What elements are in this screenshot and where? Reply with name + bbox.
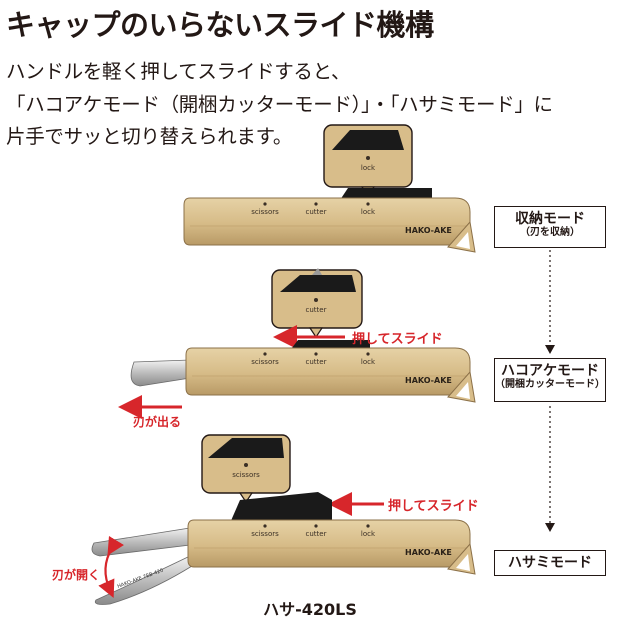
cutter-blade (130, 359, 191, 387)
scissors-upper-blade (91, 527, 191, 557)
zoom-label-cutter: cutter (306, 306, 327, 314)
slider-label-scissors-2: scissors (251, 358, 279, 366)
brand-mark: HAKO-AKE (405, 226, 452, 235)
slider-label-scissors-3: scissors (251, 530, 279, 538)
mode-label-cutter: ハコアケモード (501, 363, 599, 379)
blade-open-label: 刃が開く (52, 568, 101, 582)
tool-lock-mode: lock scissors cutter lock HAKO-AKE (183, 124, 476, 253)
tool-cutter-mode: cutter scissors cutter lock HAKO-AKE (118, 268, 476, 419)
tool-scissors-mode: scissors HAKO-AKE 7EB-420 scissors cutte… (91, 434, 476, 605)
mode-box-storage: 収納モード （刃を収納） (494, 206, 606, 248)
mode-box-cutter: ハコアケモード （開梱カッターモード） (494, 358, 606, 402)
mode-box-scissors: ハサミモード (494, 550, 606, 576)
description-line-2: 「ハコアケモード（開梱カッターモード）」・「ハサミモード」に (6, 93, 553, 116)
slider-label-lock: lock (361, 208, 376, 216)
slider-label-lock-2: lock (361, 358, 376, 366)
mode-sub-cutter: （開梱カッターモード） (495, 379, 605, 390)
slider-label-lock-3: lock (361, 530, 376, 538)
zoom-label-lock: lock (361, 164, 376, 172)
mode-label-storage: 収納モード (515, 211, 585, 227)
slider-label-cutter: cutter (306, 208, 327, 216)
brand-mark-3: HAKO-AKE (405, 548, 452, 557)
mode-sub-storage: （刃を収納） (520, 227, 580, 238)
zoom-callout-scissors: scissors (201, 434, 291, 504)
page-title: キャップのいらないスライド機構 (6, 8, 434, 42)
push-slide-label-2: 押してスライド (388, 499, 479, 514)
mode-label-scissors: ハサミモード (508, 555, 592, 571)
model-name: ハサ-420LS (263, 600, 357, 619)
zoom-callout-cutter: cutter (271, 268, 363, 339)
description-line-3: 片手でサッと切り替えられます。 (6, 125, 293, 148)
zoom-label-scissors: scissors (232, 471, 260, 479)
blade-out-label: 刃が出る (133, 415, 182, 429)
description-line-1: ハンドルを軽く押してスライドすると、 (6, 60, 351, 83)
zoom-callout-lock: lock (323, 124, 413, 198)
slider-label-scissors: scissors (251, 208, 279, 216)
brand-mark-2: HAKO-AKE (405, 376, 452, 385)
push-slide-label-1: 押してスライド (352, 332, 443, 347)
slider-label-cutter-2: cutter (306, 358, 327, 366)
slider-label-cutter-3: cutter (306, 530, 327, 538)
blade-open-arrow (98, 535, 125, 599)
